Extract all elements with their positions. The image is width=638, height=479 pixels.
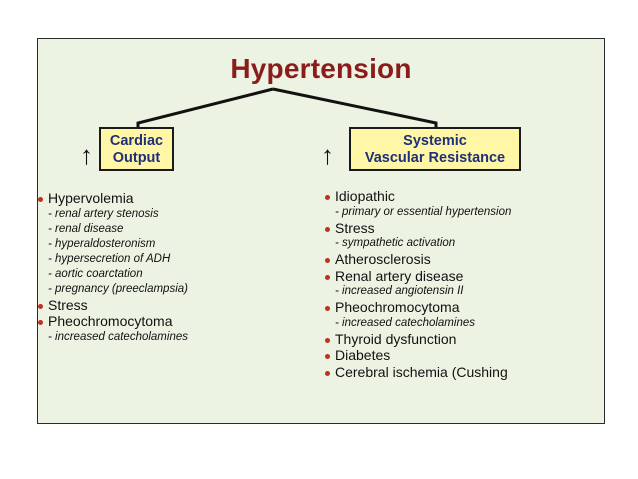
right-sub-item: - sympathetic activation xyxy=(335,237,456,249)
svr-causes-list: Idiopathic- primary or essential hyperte… xyxy=(325,188,600,380)
right-cause-item: Diabetes xyxy=(325,347,600,364)
cardiac-output-line-2: Output xyxy=(112,150,161,166)
right-cause-item: Atherosclerosis xyxy=(325,251,600,268)
right-sub-item: - increased catecholamines xyxy=(335,316,475,329)
right-up-arrow-icon: ↑ xyxy=(321,140,334,170)
cardiac-output-box: Cardiac Output xyxy=(99,127,174,171)
left-sub-item: - increased catecholamines xyxy=(48,330,188,343)
left-cause-item: Stress xyxy=(38,297,298,314)
connector-lines xyxy=(136,87,438,127)
left-sub-item: - pregnancy (preeclampsia) xyxy=(48,282,188,295)
diagram-title: Hypertension xyxy=(230,53,412,84)
right-sub-item: - increased angiotensin II xyxy=(335,285,464,297)
cardiac-output-causes-list: Hypervolemia- renal artery stenosis - ren… xyxy=(38,190,298,345)
diagram-panel: Hypertension ↑ Cardiac Output ↑ Systemic… xyxy=(37,38,605,424)
left-cause-item: Pheochromocytoma xyxy=(38,313,298,330)
svr-line-1: Systemic xyxy=(403,133,467,149)
right-cause-item: Stress xyxy=(325,220,600,237)
right-cause-item: Renal artery disease xyxy=(325,268,600,285)
left-up-arrow-icon: ↑ xyxy=(80,140,93,170)
left-sub-item: - hypersecretion of ADH xyxy=(48,252,171,265)
left-sub-item: - renal disease xyxy=(48,222,124,235)
connector-right xyxy=(272,87,438,127)
right-sub-item: - primary or essential hypertension xyxy=(335,205,512,218)
svr-line-2: Vascular Resistance xyxy=(364,150,506,166)
left-sub-item: - hyperaldosteronism xyxy=(48,237,156,250)
cardiac-output-line-1: Cardiac xyxy=(109,133,164,149)
left-sub-item: - renal artery stenosis xyxy=(48,207,159,220)
left-cause-item: Hypervolemia xyxy=(38,190,298,207)
right-cause-item: Cerebral ischemia (Cushing xyxy=(325,364,600,381)
connector-left xyxy=(136,87,274,127)
right-cause-item: Pheochromocytoma xyxy=(325,299,600,316)
right-cause-item: Thyroid dysfunction xyxy=(325,331,600,348)
right-cause-item: Idiopathic xyxy=(325,188,600,205)
left-sub-item: - aortic coarctation xyxy=(48,267,143,280)
systemic-vascular-resistance-box: Systemic Vascular Resistance xyxy=(349,127,521,171)
